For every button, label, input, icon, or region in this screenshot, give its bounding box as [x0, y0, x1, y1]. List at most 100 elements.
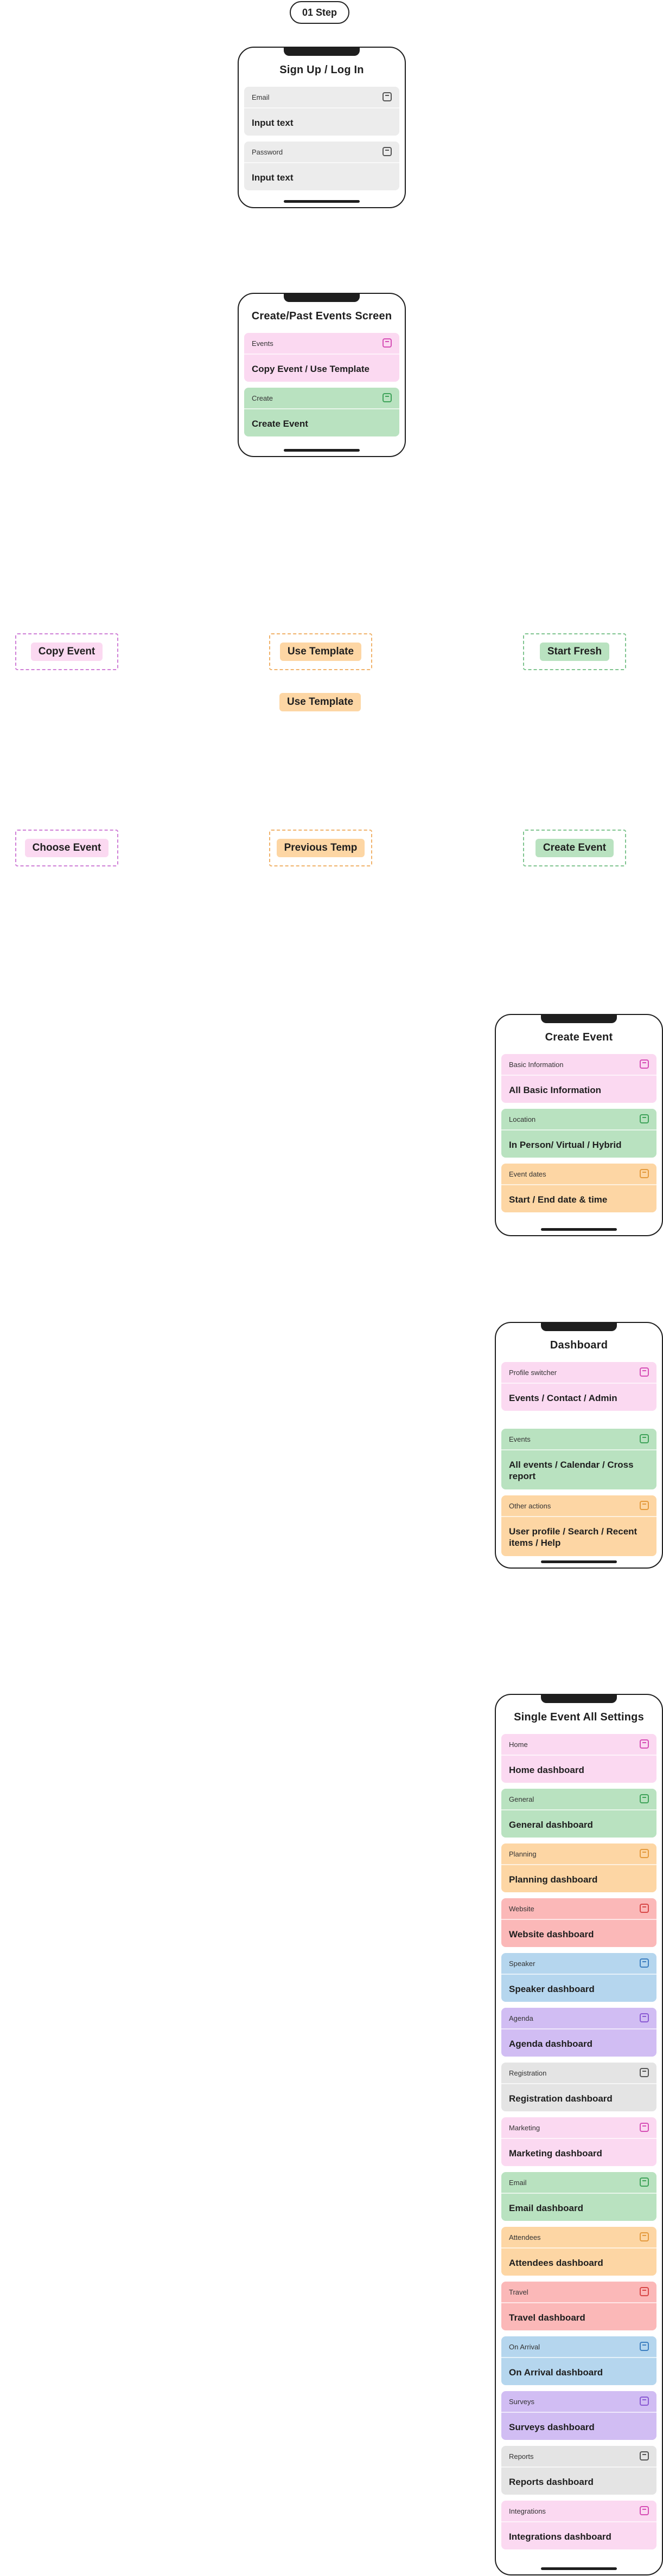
- field-value[interactable]: Surveys dashboard: [509, 2422, 595, 2432]
- field-value[interactable]: In Person/ Virtual / Hybrid: [509, 1140, 622, 1150]
- field-value[interactable]: Travel dashboard: [509, 2312, 585, 2323]
- start-fresh-chip[interactable]: Start Fresh: [539, 643, 610, 661]
- field-label: Integrations: [509, 2507, 546, 2515]
- field-divider: [501, 2302, 656, 2303]
- use-template-chip-extra[interactable]: Use Template: [279, 693, 361, 711]
- field-label: Events: [509, 1435, 531, 1443]
- field-value[interactable]: Home dashboard: [509, 1765, 584, 1775]
- square-icon: [382, 393, 392, 402]
- field-label: Planning: [509, 1850, 537, 1858]
- step-label: 01 Step: [290, 1, 349, 24]
- field-value[interactable]: All events / Calendar / Cross report: [509, 1460, 634, 1481]
- field-divider: [244, 162, 399, 163]
- use-template-chip[interactable]: Use Template: [279, 643, 362, 661]
- field-value[interactable]: Email dashboard: [509, 2203, 583, 2213]
- start-fresh-option[interactable]: Start Fresh: [523, 633, 626, 670]
- copy-event-chip[interactable]: Copy Event: [30, 643, 103, 661]
- field-value[interactable]: General dashboard: [509, 1820, 593, 1830]
- square-icon: [640, 1958, 649, 1968]
- field-label: Registration: [509, 2069, 547, 2077]
- field-divider: [501, 1809, 656, 1810]
- field-divider: [501, 1129, 656, 1130]
- field-value[interactable]: Copy Event / Use Template: [252, 364, 369, 374]
- previous-temp-option[interactable]: Previous Temp: [269, 830, 372, 866]
- field-label: Basic Information: [509, 1061, 564, 1069]
- field-value[interactable]: Create Event: [252, 419, 308, 429]
- square-icon: [640, 1501, 649, 1510]
- field-divider: [501, 2357, 656, 2358]
- field-value[interactable]: Attendees dashboard: [509, 2258, 603, 2268]
- square-icon: [640, 1434, 649, 1443]
- field-label: General: [509, 1795, 534, 1803]
- choose-event-option[interactable]: Choose Event: [15, 830, 118, 866]
- create-event-chip[interactable]: Create Event: [535, 839, 614, 857]
- field-value[interactable]: Events / Contact / Admin: [509, 1393, 617, 1403]
- field-value[interactable]: Input text: [252, 172, 294, 183]
- screen-title: Sign Up / Log In: [279, 64, 364, 76]
- screen-title: Dashboard: [550, 1339, 608, 1351]
- field-value[interactable]: Start / End date & time: [509, 1194, 608, 1205]
- field-divider: [244, 107, 399, 108]
- field-divider: [501, 2138, 656, 2139]
- create-event-option[interactable]: Create Event: [523, 830, 626, 866]
- field-label: Events: [252, 339, 273, 348]
- copy-event-option[interactable]: Copy Event: [15, 633, 118, 670]
- field-value[interactable]: Integrations dashboard: [509, 2532, 611, 2542]
- field-value[interactable]: All Basic Information: [509, 1085, 602, 1095]
- field-label: Home: [509, 1740, 528, 1749]
- square-icon: [382, 147, 392, 156]
- field-value[interactable]: Input text: [252, 118, 294, 128]
- field-value[interactable]: Registration dashboard: [509, 2093, 613, 2104]
- field-divider: [501, 2193, 656, 2194]
- field-value[interactable]: User profile / Search / Recent items / H…: [509, 1526, 637, 1548]
- field-value[interactable]: Reports dashboard: [509, 2477, 594, 2487]
- square-icon: [640, 2232, 649, 2241]
- field-value[interactable]: Marketing dashboard: [509, 2148, 602, 2159]
- field-value[interactable]: Speaker dashboard: [509, 1984, 595, 1994]
- field-label: Speaker: [509, 1960, 536, 1968]
- square-icon: [640, 1059, 649, 1069]
- field-divider: [501, 2083, 656, 2084]
- square-icon: [382, 92, 392, 101]
- square-icon: [640, 2342, 649, 2351]
- field-value[interactable]: Agenda dashboard: [509, 2039, 592, 2049]
- previous-temp-chip[interactable]: Previous Temp: [276, 839, 365, 857]
- field-divider: [244, 354, 399, 355]
- field-value[interactable]: Website dashboard: [509, 1929, 594, 1939]
- field-label: Email: [509, 2179, 527, 2187]
- square-icon: [640, 1849, 649, 1858]
- use-template-option[interactable]: Use Template: [269, 633, 372, 670]
- field-label: Profile switcher: [509, 1369, 557, 1377]
- field-value[interactable]: Planning dashboard: [509, 1874, 598, 1885]
- field-value[interactable]: On Arrival dashboard: [509, 2367, 603, 2378]
- choose-event-chip[interactable]: Choose Event: [24, 839, 109, 857]
- screen-title: Create Event: [545, 1031, 613, 1043]
